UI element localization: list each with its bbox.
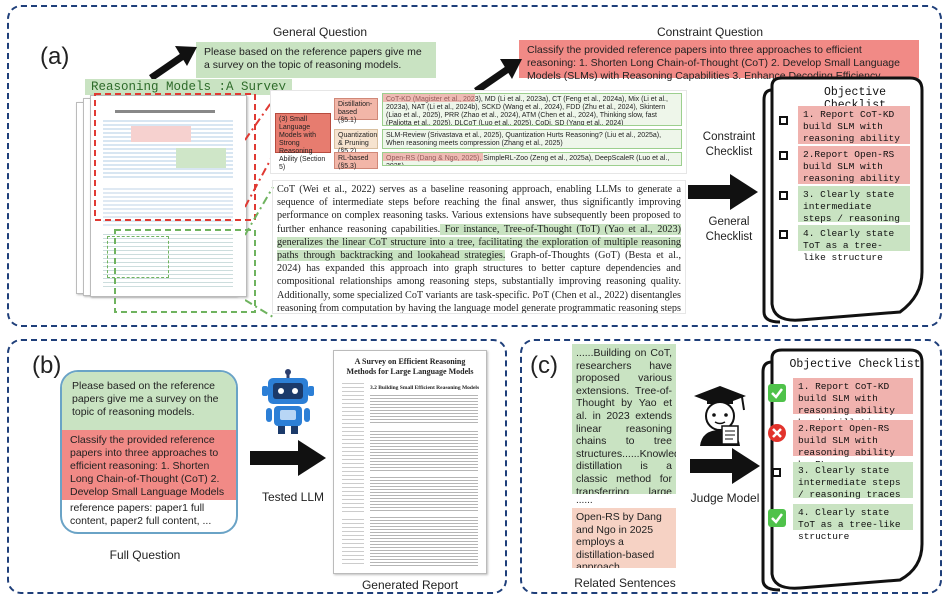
general-question-box: Please based on the reference papers giv… bbox=[196, 42, 436, 78]
panel-b-label: (b) bbox=[32, 352, 62, 379]
related-sentences-caption: Related Sentences bbox=[574, 576, 676, 590]
arrow-to-constraint-question bbox=[474, 59, 522, 94]
checklist-c-item-3: 3. Clearly state intermediate steps / re… bbox=[793, 462, 913, 500]
full-question-caption: Full Question bbox=[109, 548, 181, 562]
related-sentence-dots: ...... bbox=[576, 495, 593, 506]
tree-leaf-highlight-openrs bbox=[383, 153, 483, 161]
checklist-c-item-2: 2.Report Open-RS build SLM with reasonin… bbox=[793, 420, 913, 470]
tree-branch-rl: RL-based (§5.3) bbox=[334, 152, 378, 170]
panel-a-label: (a) bbox=[40, 43, 70, 70]
generated-report-page: A Survey on Efficient Reasoning Methods … bbox=[333, 350, 487, 574]
tested-llm-caption: Tested LLM bbox=[261, 490, 325, 504]
judge-avatar-icon bbox=[694, 386, 746, 446]
judge-model-caption: Judge Model bbox=[690, 491, 760, 505]
checklist-a-box-4 bbox=[779, 230, 788, 239]
checklist-c-item-1: 1. Report CoT-KD build SLM with reasonin… bbox=[793, 378, 913, 428]
constraint-checklist-label: Constraint Checklist bbox=[694, 130, 764, 160]
full-question-refs: reference papers: paper1 full content, p… bbox=[70, 502, 212, 527]
checklist-a-item-1: 1. Report CoT-KD build SLM with reasonin… bbox=[798, 106, 910, 156]
checklist-a-box-1 bbox=[779, 116, 788, 125]
arrow-to-report bbox=[250, 440, 326, 476]
survey-paragraph: CoT (Wei et al., 2022) serves as a basel… bbox=[272, 180, 686, 314]
cross-icon-2 bbox=[768, 424, 786, 442]
paragraph-before: CoT (Wei et al., 2022) serves as a basel… bbox=[277, 184, 681, 235]
general-checklist-label: General Checklist bbox=[694, 215, 764, 245]
constraint-question-box: Classify the provided reference papers i… bbox=[519, 40, 919, 82]
paragraph-after: Graph-of-Thoughts (GoT) (Besta et al., 2… bbox=[277, 250, 681, 314]
tree-leaf-highlight-cotkd bbox=[383, 94, 475, 102]
checklist-c-title: Objective Checklist bbox=[789, 358, 921, 371]
robot-icon bbox=[262, 369, 314, 434]
related-sentences-card: ......Building on CoT, researchers have … bbox=[572, 344, 676, 568]
general-question-header: General Question bbox=[272, 25, 368, 39]
generated-report-caption: Generated Report bbox=[361, 578, 459, 592]
check-icon-1 bbox=[768, 384, 786, 402]
panel-c-label: (c) bbox=[530, 352, 558, 379]
tree-leaf-quantization: SLM-Review (Srivastava et al., 2025), Qu… bbox=[382, 129, 682, 149]
checklist-a-box-3 bbox=[779, 191, 788, 200]
arrow-to-checklist-a bbox=[688, 174, 758, 210]
tree-branch-quantization: Quantization & Pruning (§5.2) bbox=[334, 129, 378, 155]
arrow-to-general-question bbox=[149, 46, 197, 81]
related-sentence-red: Open-RS by Dang and Ngo in 2025 employs … bbox=[572, 508, 676, 568]
checklist-a-item-2: 2.Report Open-RS build SLM with reasonin… bbox=[798, 146, 910, 196]
full-question-general: Please based on the reference papers giv… bbox=[62, 372, 236, 430]
checklist-a-item-4: 4. Clearly state ToT as a tree-like stru… bbox=[798, 225, 910, 263]
connector-lines bbox=[245, 99, 274, 318]
checklist-c-item-4: 4. Clearly state ToT as a tree-like stru… bbox=[793, 504, 913, 542]
arrow-to-checklist-c bbox=[690, 448, 760, 484]
constraint-question-header: Constraint Question bbox=[656, 25, 764, 39]
related-sentence-green: ......Building on CoT, researchers have … bbox=[572, 344, 676, 494]
survey-title: Reasoning Models :A Survey bbox=[85, 79, 293, 95]
checklist-c-box-3 bbox=[772, 468, 781, 477]
panel-a bbox=[7, 5, 942, 327]
checklist-a-box-2 bbox=[779, 151, 788, 160]
check-icon-4 bbox=[768, 509, 786, 527]
full-question-card: Please based on the reference papers giv… bbox=[60, 370, 238, 534]
tree-leaf-distillation: CoT-KD (Magister et al., 2023), MD (Li e… bbox=[382, 93, 682, 126]
general-checklist-label-text: General Checklist bbox=[705, 216, 753, 243]
survey-highlight-overlay bbox=[94, 93, 256, 313]
report-section: 3.2 Building Small Efficient Reasoning M… bbox=[370, 385, 480, 391]
report-title: A Survey on Efficient Reasoning Methods … bbox=[346, 357, 474, 376]
survey-page-front bbox=[90, 95, 247, 297]
tree-branch-distillation: Distillation-based (§5.1) bbox=[334, 98, 378, 124]
constraint-checklist-label-text: Constraint Checklist bbox=[702, 131, 756, 158]
checklist-a-item-3: 3. Clearly state intermediate steps / re… bbox=[798, 186, 910, 236]
panel-b bbox=[7, 339, 507, 594]
tree-root: (3) Small Language Models with Strong Re… bbox=[275, 113, 331, 171]
panel-c bbox=[520, 339, 942, 594]
full-question-constraint: Classify the provided reference papers i… bbox=[62, 430, 236, 500]
